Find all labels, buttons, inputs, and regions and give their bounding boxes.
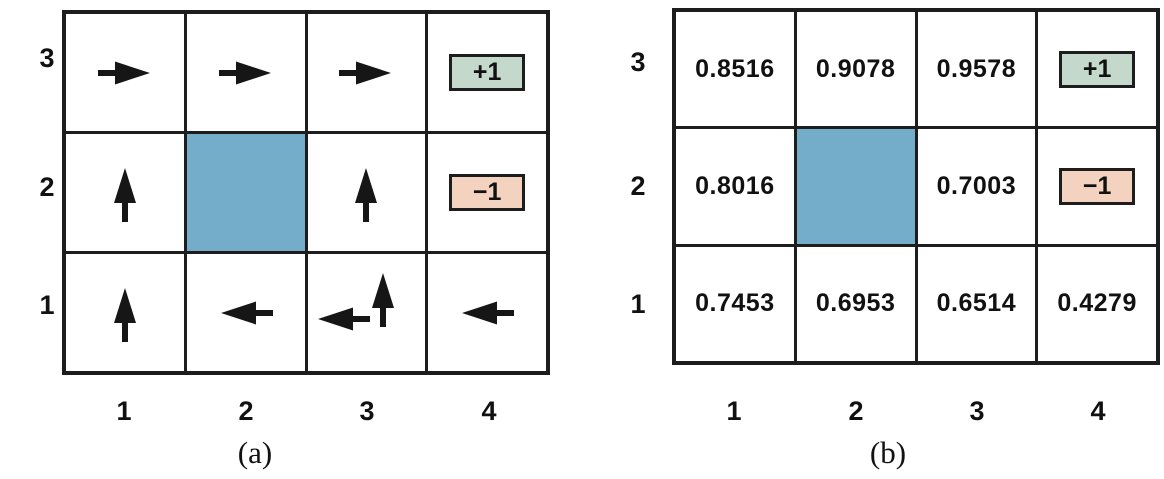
col-label-a-4: 4 [481, 396, 497, 426]
policy-wall-cell-(2,2) [186, 134, 305, 251]
policy-cell-(1,3) [66, 14, 184, 131]
policy-cell-(3,2) [307, 134, 426, 251]
utility-value-(4,1): 0.4279 [1057, 289, 1137, 318]
left-arrow-icon [462, 301, 515, 324]
utility-cell-(1,1): 0.7453 [676, 246, 794, 361]
terminal-minus-one-box: −1 [1059, 167, 1136, 205]
up-arrow-icon [113, 167, 136, 222]
col-label-b-1: 1 [726, 396, 742, 426]
col-label-a-1: 1 [116, 396, 132, 426]
utility-cell-(4,1): 0.4279 [1038, 246, 1156, 361]
policy-cell-(3,1) [307, 254, 426, 371]
row-label-a-2: 2 [39, 172, 55, 202]
policy-cell-(3,3) [307, 14, 426, 131]
utility-wall-cell-(2,2) [796, 129, 915, 244]
terminal-minus-one-box: −1 [449, 174, 526, 211]
row-label-a-3: 3 [39, 43, 55, 73]
right-arrow-icon [97, 61, 150, 84]
up-arrow-icon [371, 273, 394, 327]
utility-value-(1,1): 0.7453 [695, 289, 775, 318]
utility-cell-(3,2): 0.7003 [917, 129, 1036, 244]
col-label-b-3: 3 [969, 396, 985, 426]
right-arrow-icon [218, 61, 271, 84]
utility-cell-(4,3): +1 [1038, 12, 1156, 127]
policy-cell-(2,3) [186, 14, 305, 131]
col-label-b-2: 2 [848, 396, 864, 426]
policy-cell-(1,1) [66, 254, 184, 371]
up-arrow-icon [113, 287, 136, 342]
utility-cell-(2,1): 0.6953 [796, 246, 915, 361]
utility-cell-(3,3): 0.9578 [917, 12, 1036, 127]
utility-cell-(1,2): 0.8016 [676, 129, 794, 244]
utility-grid: 0.8516 0.9078 0.9578 +1 0.8016 0.7003 −1 0.7453… [672, 8, 1160, 365]
utility-value-(2,1): 0.6953 [815, 289, 896, 318]
policy-cell-(4,3): +1 [428, 14, 546, 131]
terminal-plus-one-box: +1 [449, 54, 526, 91]
row-label-b-3: 3 [630, 47, 646, 77]
left-arrow-icon [317, 307, 370, 331]
policy-cell-(4,2): −1 [428, 134, 546, 251]
utility-cell-(4,2): −1 [1038, 129, 1156, 244]
row-label-b-2: 2 [630, 171, 646, 201]
policy-cell-(4,1) [428, 254, 546, 371]
utility-value-(2,3): 0.9078 [815, 54, 896, 83]
row-label-b-1: 1 [630, 289, 646, 319]
utility-value-(3,1): 0.6514 [936, 289, 1017, 318]
caption-b: (b) [869, 435, 907, 470]
policy-grid: +1 −1 [62, 10, 550, 375]
utility-value-(1,3): 0.8516 [695, 54, 775, 83]
utility-value-(1,2): 0.8016 [695, 171, 775, 200]
col-label-a-2: 2 [238, 396, 254, 426]
utility-cell-(1,3): 0.8516 [676, 12, 794, 127]
right-arrow-icon [339, 61, 392, 84]
left-arrow-icon [220, 301, 273, 324]
col-label-b-4: 4 [1090, 396, 1106, 426]
col-label-a-3: 3 [359, 396, 375, 426]
utility-value-(3,2): 0.7003 [936, 171, 1017, 200]
utility-value-(3,3): 0.9578 [936, 54, 1017, 83]
terminal-plus-one-box: +1 [1059, 50, 1136, 88]
policy-cell-(2,1) [186, 254, 305, 371]
utility-cell-(3,1): 0.6514 [917, 246, 1036, 361]
utility-cell-(2,3): 0.9078 [796, 12, 915, 127]
row-label-a-1: 1 [39, 290, 55, 320]
caption-a: (a) [237, 435, 273, 470]
up-arrow-icon [355, 167, 378, 222]
policy-cell-(1,2) [66, 134, 184, 251]
